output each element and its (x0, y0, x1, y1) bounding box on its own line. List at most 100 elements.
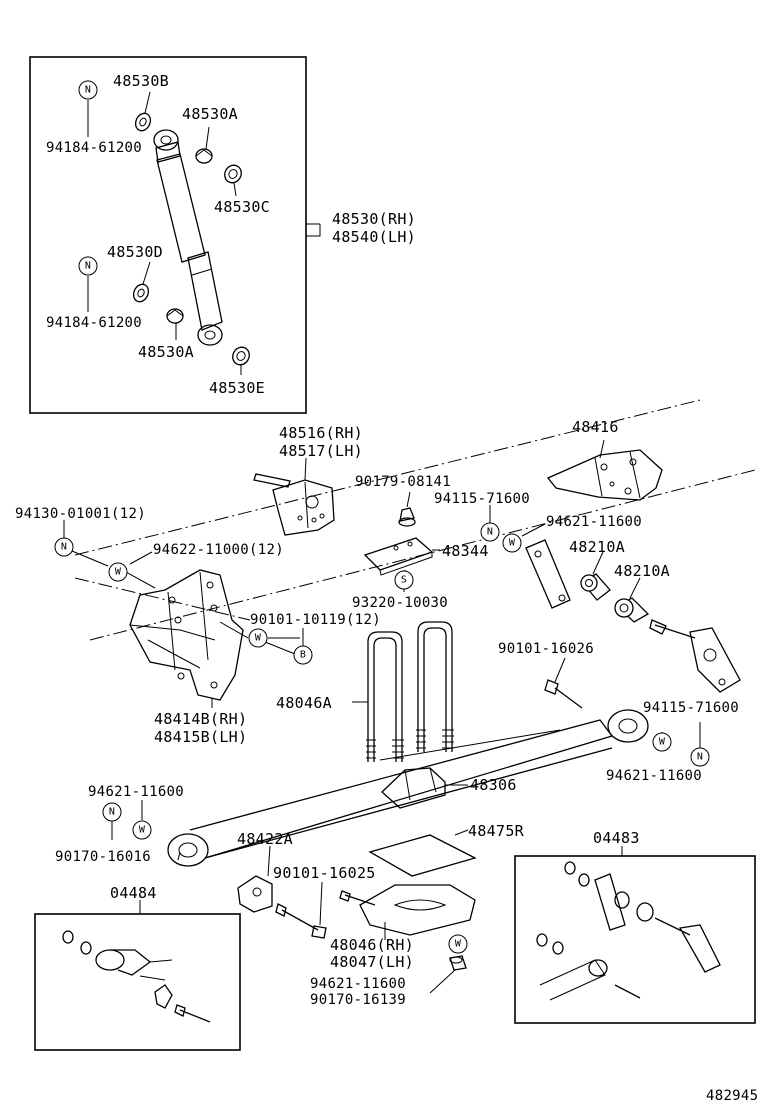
badge-w-94622: W (108, 562, 128, 582)
label-94621-left: 94621-11600 (88, 784, 184, 800)
kit-04484-parts[interactable] (62, 930, 211, 1023)
leaf-spring[interactable] (167, 709, 649, 867)
label-48475R: 48475R (468, 822, 525, 840)
label-90101-16026: 90101-16026 (498, 641, 594, 657)
svg-text:W: W (255, 633, 262, 644)
kit-04484-box (34, 913, 241, 1051)
label-94621-top: 94621-11600 (546, 514, 642, 530)
label-94115-right: 94115-71600 (643, 700, 739, 716)
svg-text:W: W (139, 825, 146, 836)
kit-04483-box (514, 855, 756, 1024)
badge-w-94621-right: W (652, 732, 672, 752)
label-48210A-2: 48210A (614, 562, 670, 580)
frame-rail-upper (74, 399, 701, 556)
badge-w-90101-10119: W (248, 628, 268, 648)
label-48047LH: 48047(LH) (330, 953, 414, 971)
label-48540LH: 48540(LH) (332, 228, 416, 246)
label-94621-bottom: 94621-11600 (310, 976, 406, 992)
label-48046A: 48046A (276, 694, 332, 712)
label-04484: 04484 (110, 884, 157, 902)
bushing-48210A-1[interactable] (580, 573, 611, 601)
bolt-90101-16026[interactable] (544, 679, 583, 709)
bushing-48530E[interactable] (230, 344, 253, 368)
label-90170-16139: 90170-16139 (310, 992, 406, 1008)
label-48415BLH: 48415B(LH) (154, 728, 247, 746)
badge-n-94115-top: N (480, 522, 500, 542)
badge-w-94621-left: W (132, 820, 152, 840)
bolt-90101-16025[interactable] (275, 903, 327, 939)
svg-text:W: W (115, 567, 122, 578)
badge-w-94621-top: W (502, 533, 522, 553)
diagram-id: 482945 (706, 1088, 758, 1104)
label-48530E: 48530E (209, 379, 265, 397)
shackle-plate[interactable] (525, 539, 571, 609)
label-48530D: 48530D (107, 243, 163, 261)
label-48416: 48416 (572, 418, 619, 436)
svg-text:B: B (300, 650, 306, 661)
badge-b-90101-10119: B (293, 645, 313, 665)
bushing-48422A[interactable] (237, 875, 273, 913)
svg-text:N: N (697, 752, 703, 763)
label-48306: 48306 (470, 776, 517, 794)
bushing-48530C[interactable] (222, 162, 245, 186)
svg-text:W: W (455, 939, 462, 950)
label-94622: 94622-11000(12) (153, 542, 284, 558)
label-48046RH: 48046(RH) (330, 936, 414, 954)
shock-absorber-group-box (29, 56, 307, 414)
u-bolt-48046A-right[interactable] (416, 621, 454, 752)
bushing-48530D[interactable] (131, 282, 151, 304)
spring-hanger-48414B[interactable] (129, 569, 244, 701)
label-90170-16016: 90170-16016 (55, 849, 151, 865)
badge-w-94621-bottom: W (448, 934, 468, 954)
svg-text:N: N (85, 85, 91, 96)
svg-text:N: N (109, 807, 115, 818)
spring-bracket-48516[interactable] (253, 473, 335, 536)
badge-s-93220: S (394, 570, 414, 590)
badge-n-94184-bottom: N (78, 256, 98, 276)
pad-48475R[interactable] (368, 834, 477, 877)
label-48516RH: 48516(RH) (279, 424, 363, 442)
u-bolt-seat-48046[interactable] (339, 884, 476, 936)
label-90179: 90179-08141 (355, 474, 451, 490)
label-48344: 48344 (442, 542, 489, 560)
spacer-48344[interactable] (363, 537, 434, 576)
spring-hanger-48416[interactable] (546, 449, 663, 501)
bushing-48210A-2[interactable] (614, 597, 650, 623)
spring-seat-48306[interactable] (381, 767, 446, 809)
label-48210A-1: 48210A (569, 538, 625, 556)
bushing-48530A-bottom[interactable] (166, 308, 184, 324)
label-48517LH: 48517(LH) (279, 442, 363, 460)
nut-90170-16139[interactable] (449, 955, 467, 971)
kit-04483-parts[interactable] (536, 861, 721, 1001)
badge-n-94130: N (54, 537, 74, 557)
label-94115-top: 94115-71600 (434, 491, 530, 507)
label-48530C: 48530C (214, 198, 270, 216)
label-48530B: 48530B (113, 72, 169, 90)
label-94130: 94130-01001(12) (15, 506, 146, 522)
label-93220: 93220-10030 (352, 595, 448, 611)
shackle-bolt-plate[interactable] (649, 619, 741, 693)
bushing-48530A-top[interactable] (195, 148, 213, 164)
bumper-90179[interactable] (398, 507, 416, 527)
label-94184-bottom: 94184-61200 (46, 315, 142, 331)
label-48414BRH: 48414B(RH) (154, 710, 247, 728)
label-94621-right: 94621-11600 (606, 768, 702, 784)
svg-text:S: S (401, 575, 407, 586)
label-94184-top: 94184-61200 (46, 140, 142, 156)
badge-n-94115-right: N (690, 747, 710, 767)
svg-text:W: W (509, 538, 516, 549)
svg-text:W: W (659, 737, 666, 748)
label-48422A: 48422A (237, 830, 293, 848)
shock-absorber[interactable] (153, 129, 223, 346)
label-48530A-bottom: 48530A (138, 343, 194, 361)
svg-text:N: N (487, 527, 493, 538)
label-48530RH: 48530(RH) (332, 210, 416, 228)
bushing-48530B[interactable] (133, 111, 153, 133)
u-bolt-48046A-left[interactable] (366, 631, 404, 762)
svg-text:N: N (85, 261, 91, 272)
label-90101-16025: 90101-16025 (273, 864, 376, 882)
badge-n-90170-16016: N (102, 802, 122, 822)
label-48530A-top: 48530A (182, 105, 238, 123)
badge-n-94184-top: N (78, 80, 98, 100)
